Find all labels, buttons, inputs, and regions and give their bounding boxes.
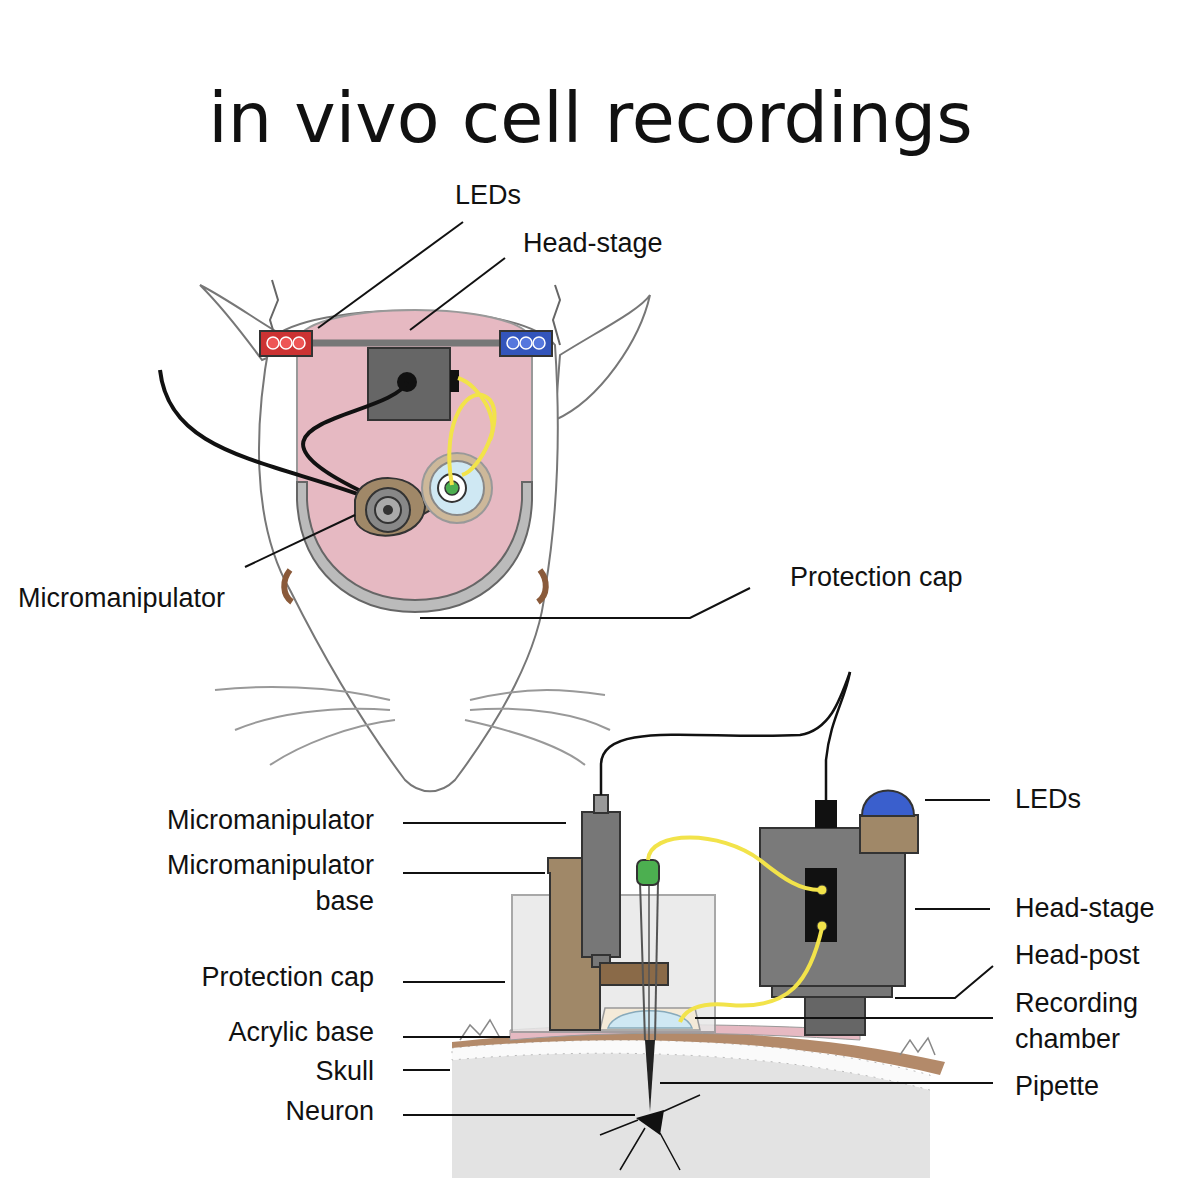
leader-line: [403, 872, 545, 874]
part-label: Skull: [134, 1053, 374, 1089]
recording-chamber-top: [422, 453, 492, 523]
blue-led: [862, 791, 914, 817]
part-label: Acrylic base: [134, 1014, 374, 1050]
wire-top: [458, 378, 493, 440]
red-led: [280, 337, 292, 349]
head-stage-box: [368, 348, 450, 420]
leader-line: [245, 515, 355, 567]
leader-line: [695, 1017, 993, 1019]
rat-head-top: [200, 280, 650, 791]
micromanipulator-body: [582, 812, 620, 957]
leader-line: [915, 908, 990, 910]
led-housing: [860, 815, 918, 853]
pipette-wire: [648, 885, 650, 1040]
part-label: LEDs: [455, 177, 595, 213]
part-label: Micromanipulator: [114, 802, 374, 838]
leader-line: [403, 981, 505, 983]
red-led: [267, 337, 279, 349]
leader-line: [660, 1082, 993, 1084]
leader-line: [420, 588, 750, 618]
part-label: Protection cap: [790, 559, 1030, 595]
leader-line: [318, 222, 463, 328]
part-label: LEDs: [1015, 781, 1165, 817]
blue-led: [533, 337, 545, 349]
cable: [601, 672, 850, 795]
leader-line: [403, 1114, 635, 1116]
connector: [450, 370, 459, 392]
head-stage-top: [260, 331, 552, 420]
part-label: Head-post: [1015, 937, 1175, 973]
part-label: Head-stage: [523, 225, 723, 261]
leader-line: [925, 799, 990, 801]
wire: [680, 928, 822, 1022]
micromanipulator-knob: [383, 505, 393, 515]
neuron: [636, 1110, 664, 1135]
part-label: Pipette: [1015, 1068, 1175, 1104]
head-outline: [259, 311, 558, 792]
part-label: Micromanipulator base: [134, 847, 374, 919]
micromanipulator-base: [355, 478, 425, 536]
cable-top: [160, 370, 395, 508]
blue-led: [507, 337, 519, 349]
micromanipulator-knob: [366, 488, 410, 532]
chamber-well: [430, 461, 484, 515]
leader-line: [403, 822, 566, 824]
micromanipulator-knob: [375, 497, 401, 523]
part-label: Head-stage: [1015, 890, 1175, 926]
cable-socket: [815, 800, 837, 828]
part-label: Recording chamber: [1015, 985, 1175, 1057]
cable: [826, 672, 850, 800]
recording-chamber: [600, 1008, 700, 1030]
pipette-clamp: [600, 963, 668, 985]
side-section: [452, 672, 945, 1178]
red-led: [293, 337, 305, 349]
blue-led-box: [500, 331, 552, 356]
pipette-wall: [640, 882, 645, 1040]
part-label: Neuron: [134, 1093, 374, 1129]
whiskers: [215, 687, 610, 765]
wire: [648, 838, 820, 891]
leader-line: [895, 966, 993, 998]
leader-line: [403, 1036, 510, 1038]
led-bar: [300, 340, 510, 347]
leader-line: [403, 1069, 450, 1071]
blue-led: [520, 337, 532, 349]
head-post: [805, 995, 865, 1035]
part-label: Protection cap: [134, 959, 374, 995]
part-label: Micromanipulator: [18, 580, 278, 616]
dendrites: [600, 1095, 700, 1170]
pipette-wall: [655, 882, 658, 1040]
leader-line: [410, 258, 505, 330]
chamber-ring: [422, 453, 492, 523]
red-led-box: [260, 331, 312, 356]
pipette-tip: [645, 1040, 655, 1112]
left-eye: [284, 570, 292, 602]
left-ear: [200, 285, 300, 360]
right-eye: [538, 570, 546, 602]
right-ear: [555, 295, 650, 420]
micromanipulator-knob: [594, 795, 608, 813]
diagram-title: in vivo cell recordings: [0, 70, 1181, 166]
pipette-cap: [637, 860, 659, 885]
